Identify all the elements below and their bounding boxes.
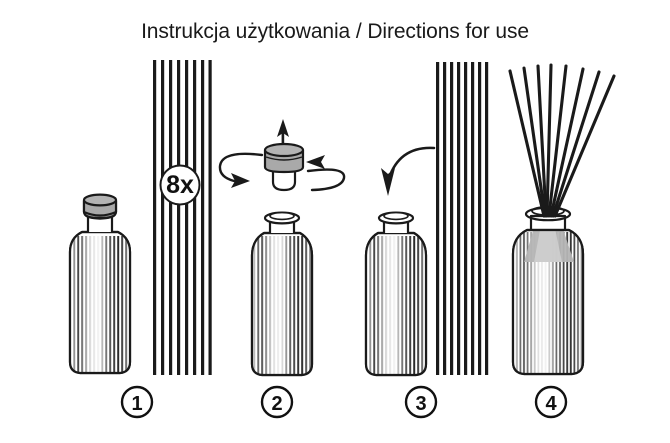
reed-shadow-cone bbox=[524, 230, 574, 262]
step-badge-4-label: 4 bbox=[545, 393, 557, 415]
open-ribbed-bottle-3 bbox=[364, 211, 428, 377]
bottle-ribs bbox=[70, 236, 130, 373]
step-badge-3-circle bbox=[404, 385, 438, 419]
page-title: Instrukcja użytkowania / Directions for … bbox=[141, 20, 529, 43]
rotation-arrows-icon bbox=[218, 152, 346, 192]
step-4-group bbox=[508, 63, 616, 376]
curved-insert-arrow-icon bbox=[381, 146, 436, 196]
step-badge-2-label: 2 bbox=[271, 393, 282, 415]
open-ribbed-bottle-2 bbox=[250, 211, 314, 377]
step-badge-3-label: 3 bbox=[415, 393, 426, 415]
step-number-badges: 1 2 3 4 bbox=[120, 385, 568, 419]
step-3-group bbox=[364, 62, 489, 377]
up-arrow-icon bbox=[277, 119, 289, 146]
ribbed-bottle-with-reeds bbox=[511, 205, 585, 376]
removed-cap-with-stopper bbox=[263, 142, 305, 192]
reed-stick-bundle-3 bbox=[436, 62, 489, 375]
step-badge-1-circle bbox=[120, 385, 154, 419]
bottle-cap bbox=[82, 193, 118, 220]
step-2-group bbox=[218, 119, 346, 377]
step-1-group: 8x bbox=[68, 60, 212, 375]
bottle-ribs bbox=[366, 236, 426, 375]
bottle-ribs bbox=[252, 236, 312, 375]
quantity-badge-label: 8x bbox=[166, 171, 194, 199]
step-badge-1-label: 1 bbox=[131, 393, 142, 415]
step-badge-2-circle bbox=[260, 385, 294, 419]
quantity-badge-8x: 8x bbox=[159, 164, 201, 206]
fanned-reed-sticks bbox=[508, 63, 616, 218]
reed-stick-bundle-1 bbox=[153, 60, 212, 375]
capped-ribbed-bottle bbox=[68, 193, 132, 375]
step-badge-4-circle bbox=[534, 385, 568, 419]
